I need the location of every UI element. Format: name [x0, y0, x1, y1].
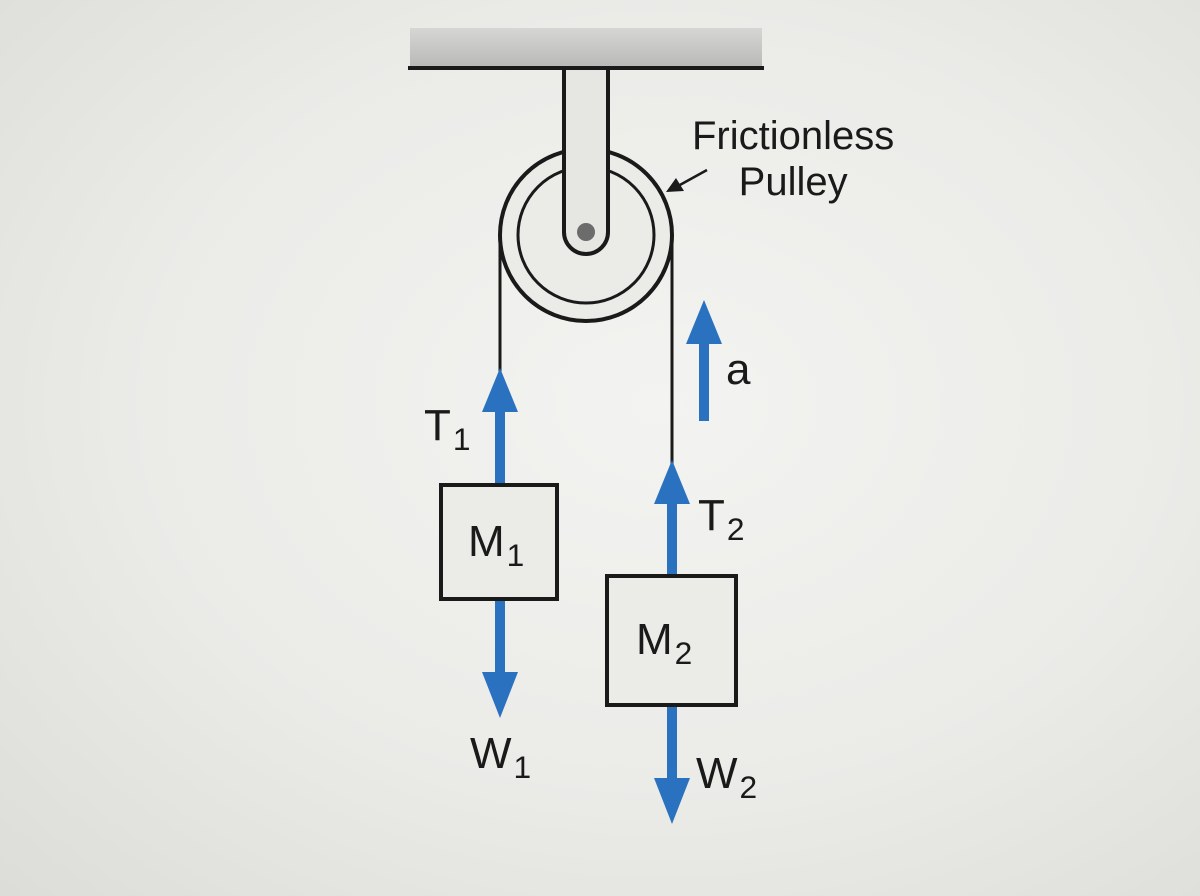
tension-1-subscript: 1	[452, 421, 471, 458]
force-arrows	[482, 300, 722, 824]
weight-2-subscript: 2	[739, 769, 758, 806]
mass-2-label: M2	[636, 615, 692, 669]
t1-arrow-shaft	[495, 400, 505, 486]
ceiling-block	[410, 28, 762, 68]
tension-1-symbol: T	[424, 401, 451, 450]
accel-arrow-shaft	[699, 332, 709, 421]
t2-arrow-head	[654, 460, 690, 504]
w1-arrow-head	[482, 672, 518, 718]
mass-2-box	[605, 574, 738, 707]
pulley-label-pointer-head	[666, 178, 684, 192]
mass-1-label: M1	[468, 517, 524, 571]
mass-1-box	[439, 483, 559, 601]
pulley-label-line2: Pulley	[738, 160, 848, 204]
weight-1-label: W1	[470, 729, 531, 783]
mass-1-subscript: 1	[506, 537, 525, 574]
mass-1-symbol: M	[468, 517, 505, 566]
weight-2-symbol: W	[696, 749, 738, 798]
acceleration-label: a	[726, 345, 751, 394]
w2-arrow-head	[654, 778, 690, 824]
pulley-axle	[577, 223, 595, 241]
pulley-label-line1: Frictionless	[692, 114, 895, 158]
weight-1-symbol: W	[470, 729, 512, 778]
weight-2-label: W2	[696, 749, 757, 803]
pulley-label-pointer	[677, 168, 708, 188]
weight-1-subscript: 1	[513, 749, 532, 786]
t2-arrow-shaft	[667, 496, 677, 576]
t1-arrow-head	[482, 368, 518, 412]
tension-2-label: T2	[698, 491, 745, 545]
mass-2-symbol: M	[636, 615, 673, 664]
w2-arrow-shaft	[667, 706, 677, 786]
w1-arrow-shaft	[495, 600, 505, 680]
pulley-bracket	[562, 66, 610, 256]
accel-arrow-head	[686, 300, 722, 344]
tension-2-symbol: T	[698, 491, 725, 540]
pulley-label: Frictionless Pulley	[692, 116, 894, 202]
mass-2-subscript: 2	[674, 635, 693, 672]
tension-1-label: T1	[424, 401, 471, 455]
tension-2-subscript: 2	[726, 511, 745, 548]
